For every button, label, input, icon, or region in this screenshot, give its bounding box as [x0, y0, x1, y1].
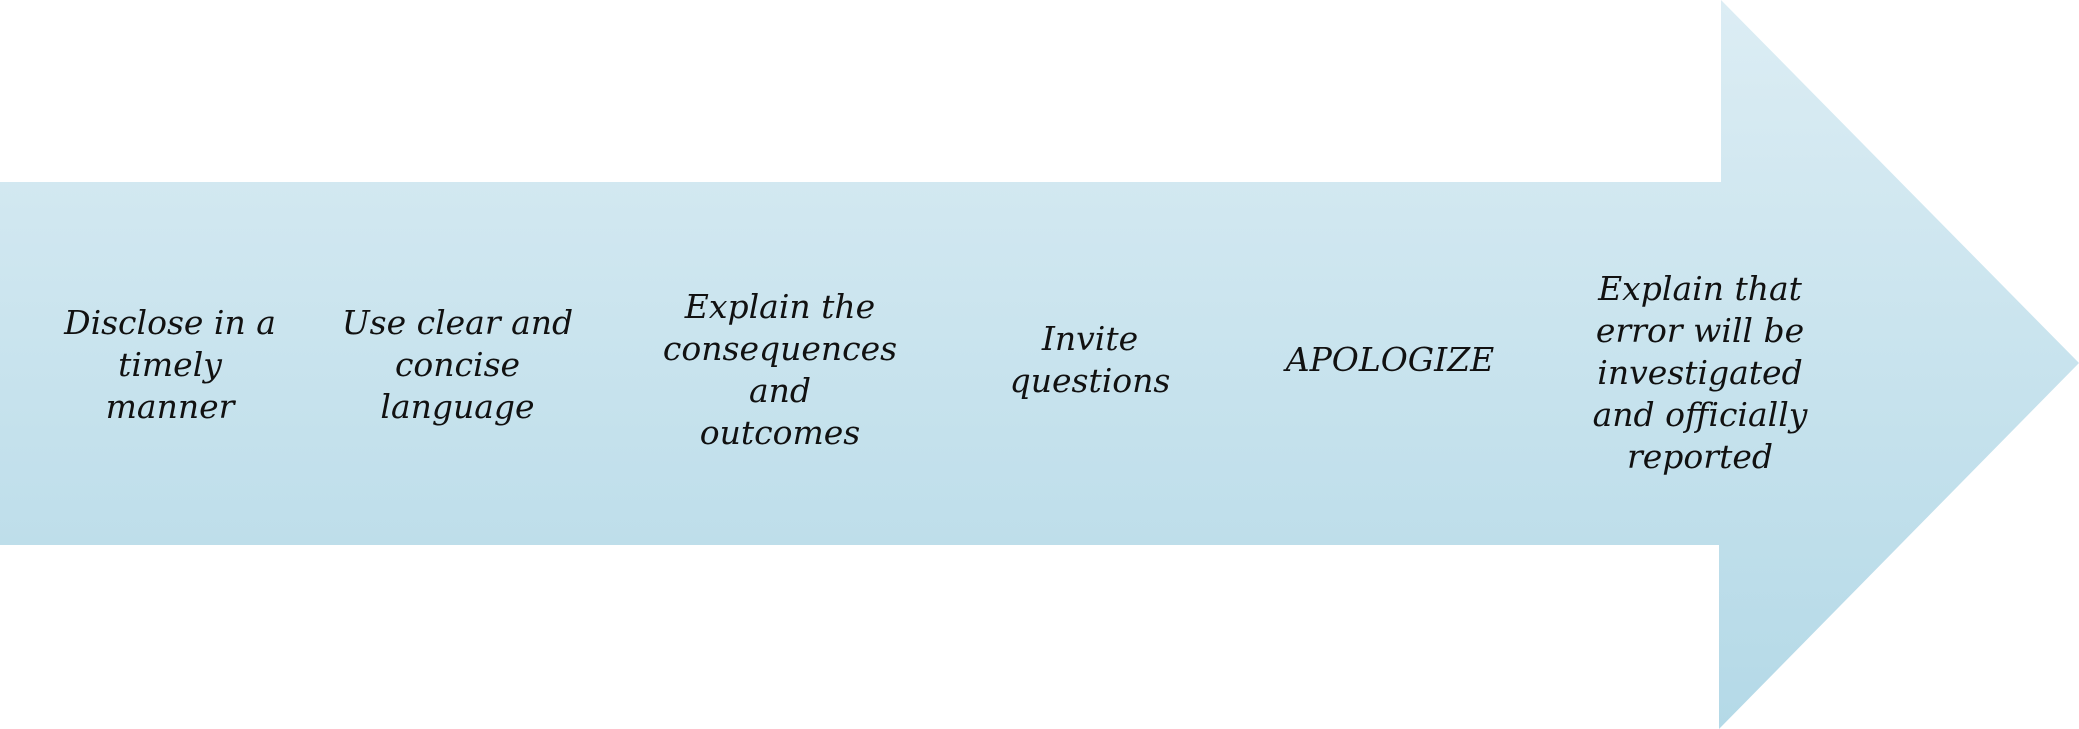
step-line: and — [748, 371, 812, 410]
step-line: APOLOGIZE — [1285, 340, 1495, 379]
step-line: reported — [1627, 436, 1773, 476]
step-line: timely — [118, 345, 222, 384]
step-line: Disclose in a — [64, 303, 276, 342]
step-clear-language: Use clear and concise language — [340, 300, 575, 430]
step-apologize: APOLOGIZE — [1260, 330, 1520, 390]
step-line: Use clear and — [341, 303, 574, 342]
step-invite-questions: Invite questions — [985, 315, 1195, 405]
step-line: manner — [105, 387, 235, 426]
step-line: language — [380, 387, 535, 426]
step-line: and officially — [1592, 394, 1808, 434]
step-line: Explain the — [684, 287, 876, 326]
step-line: concise — [394, 345, 521, 384]
step-line: error will be — [1595, 310, 1805, 350]
step-investigate-report: Explain that error will be investigated … — [1575, 265, 1825, 480]
step-line: investigated — [1597, 352, 1803, 392]
step-line: Invite — [1041, 319, 1139, 358]
step-line: Explain that — [1598, 268, 1802, 308]
step-explain-consequences: Explain the consequences and outcomes — [660, 285, 900, 455]
step-line: outcomes — [699, 413, 861, 452]
step-line: consequences — [662, 329, 898, 368]
step-line: questions — [1009, 361, 1171, 400]
step-disclose-timely: Disclose in a timely manner — [55, 300, 285, 430]
